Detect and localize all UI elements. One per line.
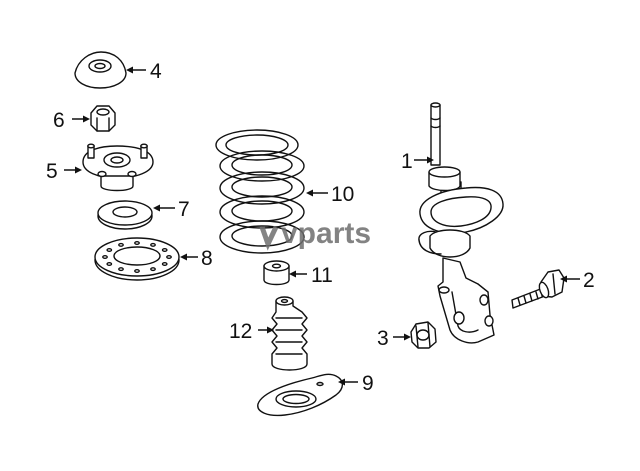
- plate-hole: [106, 262, 113, 267]
- callout-6: 6: [53, 109, 65, 132]
- part-7-seat: [97, 200, 153, 230]
- plate-hole: [161, 262, 168, 267]
- part-6-nut: [90, 105, 116, 132]
- part-5-strut-mount: [82, 143, 154, 192]
- callout-4: 4: [150, 60, 162, 83]
- callout-labels: 4 6 5 7 8 10 11 12 9 1 2 3: [46, 60, 595, 395]
- part-3-nut: [410, 321, 437, 349]
- plate-hole: [150, 242, 156, 247]
- callout-9: 9: [362, 372, 374, 395]
- plate-hole: [118, 242, 124, 247]
- part-8-spring-plate: [94, 237, 180, 281]
- callout-5: 5: [46, 160, 58, 183]
- part-11-bump-stop: [263, 260, 290, 286]
- part-2-bolt: [511, 269, 565, 309]
- callout-8: 8: [201, 247, 213, 270]
- callout-11: 11: [311, 264, 333, 287]
- part-12-dust-boot: [271, 296, 308, 371]
- plate-hole: [150, 267, 156, 272]
- plate-hole: [102, 254, 108, 259]
- part-1-strut-assembly: [418, 102, 504, 344]
- plate-hole: [134, 240, 140, 245]
- part-4-insulator: [74, 51, 127, 89]
- plate-hole: [106, 247, 113, 252]
- plate-hole: [118, 267, 124, 272]
- callout-1: 1: [401, 150, 413, 173]
- callout-7: 7: [178, 198, 190, 221]
- callout-2: 2: [583, 269, 595, 292]
- plate-hole: [166, 254, 172, 259]
- callout-3: 3: [377, 327, 389, 350]
- callout-12: 12: [229, 320, 252, 343]
- leader-arrows: [64, 66, 580, 386]
- part-9-lower-insulator: [257, 373, 344, 417]
- callout-10: 10: [331, 183, 354, 206]
- watermark-logo: vparts: [259, 217, 371, 251]
- plate-hole: [134, 269, 140, 274]
- watermark-text: vparts: [281, 217, 371, 250]
- plate-hole: [161, 247, 168, 252]
